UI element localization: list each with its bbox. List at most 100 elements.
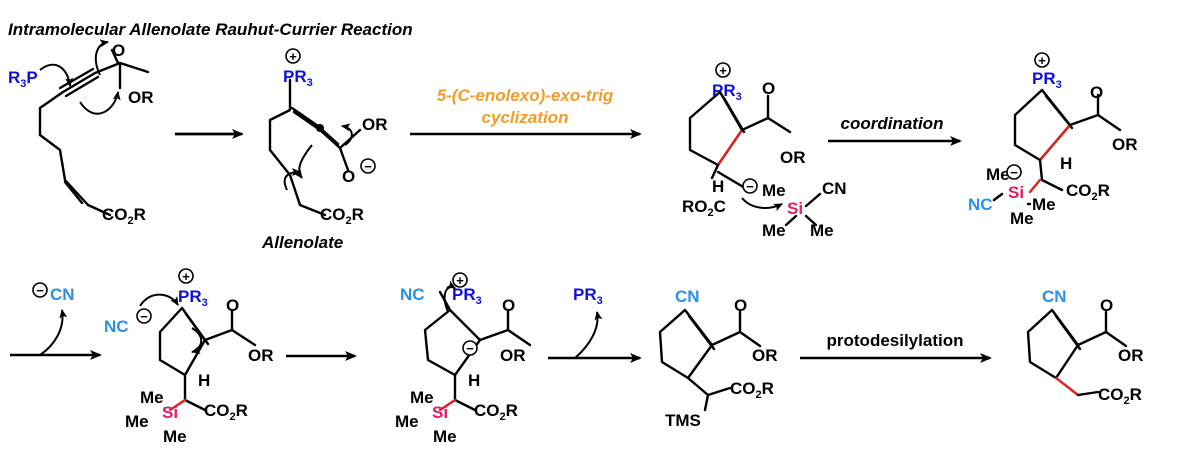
leaving-phosphine: PR3 xyxy=(573,285,603,359)
label-or-6: OR xyxy=(500,346,526,365)
label-h-5: H xyxy=(198,371,210,390)
svg-text:R3P: R3P xyxy=(8,68,38,90)
svg-text:PR3: PR3 xyxy=(178,287,208,309)
svg-text:−: − xyxy=(466,341,474,356)
charge-circle-icon: + xyxy=(1034,52,1050,68)
curly-arrow-icon xyxy=(574,311,603,359)
charge-circle-icon: + xyxy=(285,48,301,64)
label-me-4c: Me xyxy=(1010,209,1034,228)
step-cyclization-line2: cyclization xyxy=(482,108,569,127)
svg-text:PR3: PR3 xyxy=(1032,69,1062,91)
label-nc-4: NC xyxy=(968,195,993,214)
label-or-2: OR xyxy=(362,115,388,134)
svg-text:+: + xyxy=(719,63,727,78)
label-o-3: O xyxy=(762,79,775,98)
svg-text:PR3: PR3 xyxy=(452,285,482,307)
label-me-4b: Me xyxy=(1032,195,1056,214)
label-pr3-2: PR3 xyxy=(283,67,313,89)
charge-circle-icon: − xyxy=(32,282,48,298)
label-or-7: OR xyxy=(752,346,778,365)
label-co2r-7: CO2R xyxy=(730,379,774,401)
svg-text:−: − xyxy=(364,159,372,174)
label-h-3: H xyxy=(712,177,724,196)
label-or: OR xyxy=(128,88,154,107)
curly-arrow-icon xyxy=(139,293,179,307)
structure-ylide: NC PR3 + O − OR H Me Si CO2R Me Me xyxy=(395,272,532,446)
label-o-5: O xyxy=(226,296,239,315)
label-me-6b: Me xyxy=(395,412,419,431)
label-co2r-5: CO2R xyxy=(204,401,248,423)
curly-arrow-icon xyxy=(39,309,68,356)
svg-text:CO2R: CO2R xyxy=(474,401,518,423)
svg-text:CO2R: CO2R xyxy=(1066,181,1110,203)
label-si-5: Si xyxy=(162,403,178,422)
svg-text:PR3: PR3 xyxy=(573,285,603,307)
structure-silicate: PR3 + O OR H Me − Si CO2R NC Me Me xyxy=(968,52,1138,228)
label-pr3-6: PR3 xyxy=(452,285,482,307)
label-cn-7: CN xyxy=(675,287,700,306)
label-ro2c: RO2C xyxy=(682,197,726,219)
charge-circle-icon: − xyxy=(742,178,758,194)
reagent-cyanide: − CN xyxy=(32,282,75,356)
curly-arrow-icon xyxy=(294,144,313,179)
scheme-title: Intramolecular Allenolate Rauhut-Currier… xyxy=(8,20,413,39)
label-si-4: Si xyxy=(1008,183,1024,202)
structure-cyclized-enolate: PR3 + O OR H RO2C − Me Si CN Me Me xyxy=(682,62,847,240)
curly-arrow-icon xyxy=(79,91,121,115)
label-me-6a: Me xyxy=(410,388,434,407)
caption-allenolate: Allenolate xyxy=(261,233,343,252)
label-h-6: H xyxy=(468,371,480,390)
label-cn-5: CN xyxy=(50,285,75,304)
label-h-4: H xyxy=(1060,154,1072,173)
label-cn-3: CN xyxy=(822,179,847,198)
structure-tms-intermediate: CN O OR CO2R TMS xyxy=(658,287,778,430)
charge-circle-icon: − xyxy=(136,308,152,324)
structure-allenolate: PR3 + OR O − CO2R Allenolate xyxy=(261,48,388,252)
label-cn-8: CN xyxy=(1042,287,1067,306)
svg-text:+: + xyxy=(289,49,297,64)
curly-arrow-icon xyxy=(94,39,109,76)
label-or-5: OR xyxy=(248,346,274,365)
label-me-3b: Me xyxy=(762,221,786,240)
svg-text:CO2R: CO2R xyxy=(320,205,364,227)
curly-arrow-icon xyxy=(443,280,456,313)
step-protodesilylation: protodesilylation xyxy=(827,331,964,350)
svg-text:+: + xyxy=(1038,53,1046,68)
label-pr3-3: PR3 xyxy=(712,81,742,103)
svg-text:PR3: PR3 xyxy=(283,67,313,89)
label-nc-5: NC xyxy=(104,317,129,336)
label-or-4: OR xyxy=(1112,135,1138,154)
curly-arrow-icon xyxy=(741,197,783,212)
label-o-4: O xyxy=(1090,83,1103,102)
curly-arrow-icon xyxy=(191,327,203,354)
label-nc-6: NC xyxy=(400,285,425,304)
label-pr3-5: PR3 xyxy=(178,287,208,309)
label-o-6: O xyxy=(502,296,515,315)
label-pr3-4: PR3 xyxy=(1032,69,1062,91)
label-or-8: OR xyxy=(1118,346,1144,365)
step-coordination: coordination xyxy=(841,114,944,133)
svg-text:CO2R: CO2R xyxy=(1098,385,1142,407)
curly-arrow-icon xyxy=(283,168,301,191)
svg-text:RO2C: RO2C xyxy=(682,197,726,219)
charge-circle-icon: + xyxy=(178,268,194,284)
label-si-3: Si xyxy=(787,199,803,218)
label-or-3: OR xyxy=(780,148,806,167)
svg-text:CO2R: CO2R xyxy=(204,401,248,423)
svg-text:−: − xyxy=(746,179,754,194)
charge-circle-icon: + xyxy=(452,272,468,288)
label-me-4a: Me xyxy=(986,165,1010,184)
svg-text:CO2R: CO2R xyxy=(102,205,146,227)
label-co2r-2: CO2R xyxy=(320,205,364,227)
label-co2r: CO2R xyxy=(102,205,146,227)
label-o-8: O xyxy=(1100,296,1113,315)
label-co2r-4: CO2R xyxy=(1066,181,1110,203)
step-cyclization-line1: 5-(C-enolexo)-exo-trig xyxy=(437,86,614,105)
label-co2r-6: CO2R xyxy=(474,401,518,423)
label-me-5a: Me xyxy=(140,388,164,407)
label-pr3-leaving: PR3 xyxy=(573,285,603,307)
svg-text:PR3: PR3 xyxy=(712,81,742,103)
allene-center-dot xyxy=(316,124,324,132)
label-o-minus: O xyxy=(342,167,355,186)
